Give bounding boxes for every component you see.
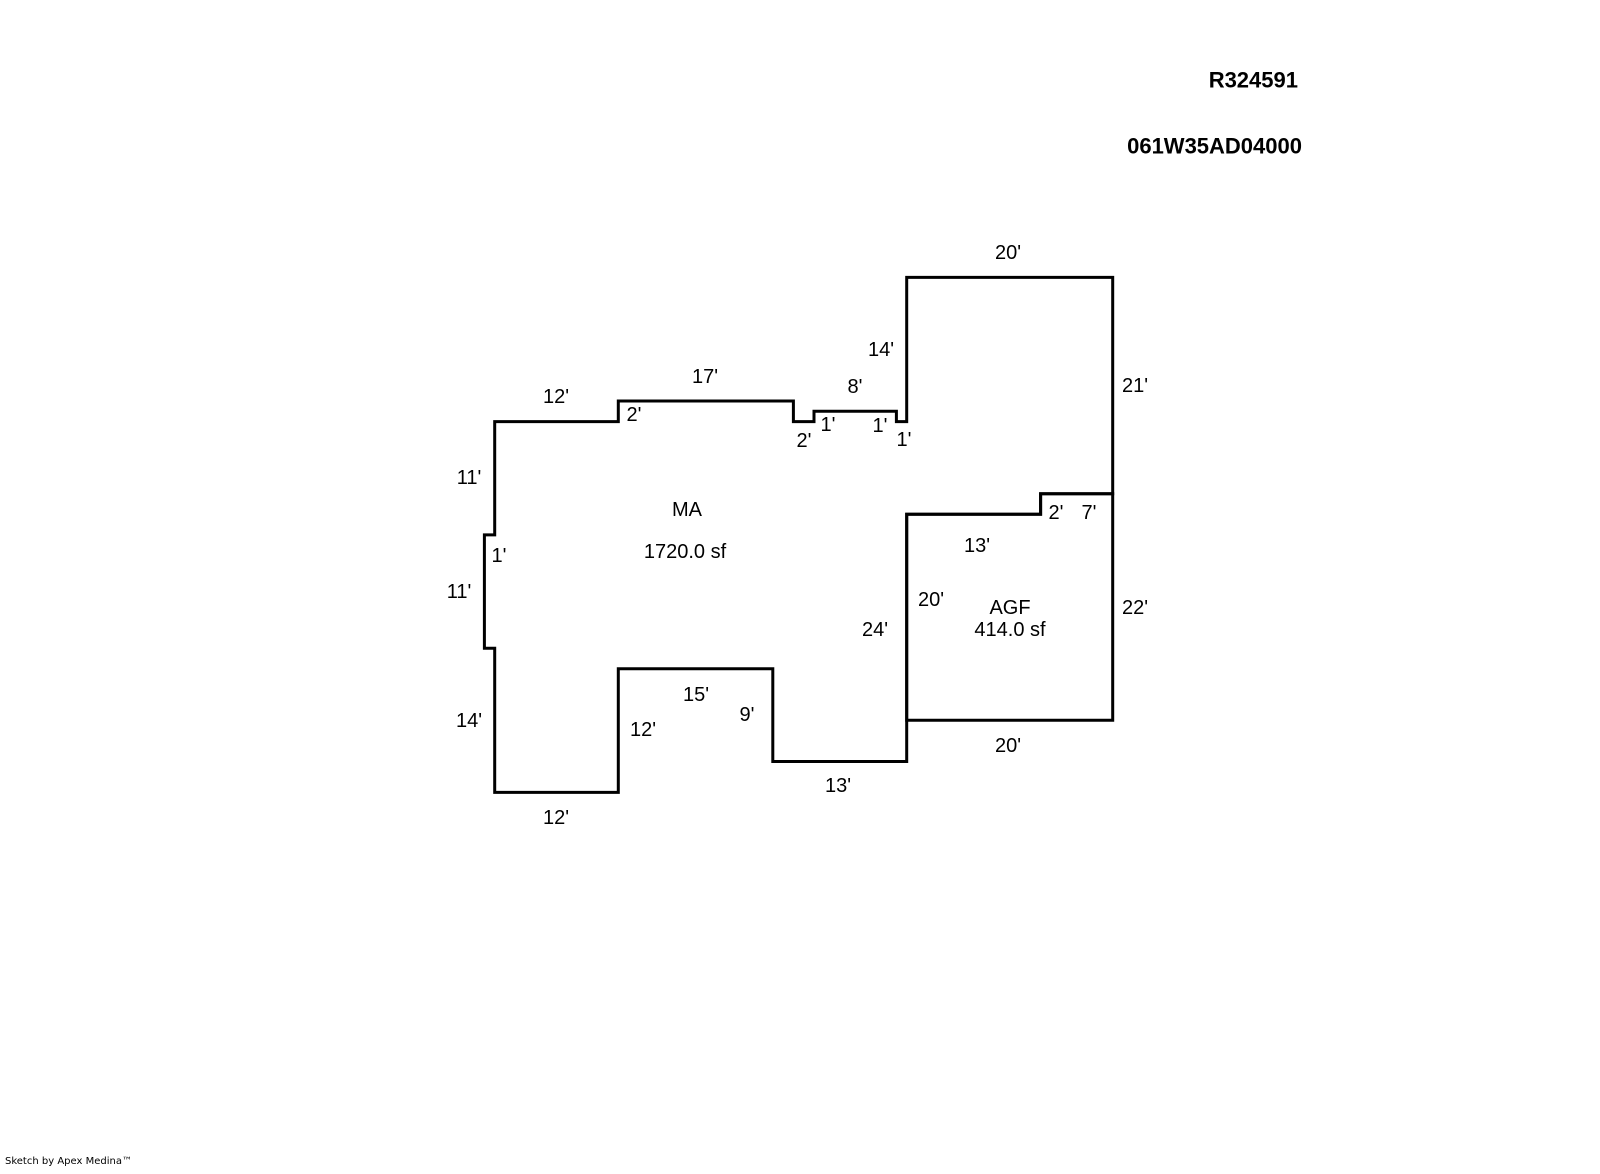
dimension-label: 12' [543,807,569,829]
dimension-label: 1' [873,415,888,437]
dimension-label: 11' [457,467,482,489]
dimension-label: 20' [918,589,944,611]
dimension-label: 17' [692,366,718,388]
dimension-label: 20' [995,242,1021,264]
dimension-label: 1' [821,414,836,436]
dimension-label: 2' [1049,502,1064,524]
dimension-label: 14' [456,710,482,732]
dimension-label: 11' [447,581,472,603]
dimension-label: 13' [825,775,851,797]
dimension-label: 2' [627,404,642,426]
ma-area-size: 1720.0 sf [644,541,727,563]
agf-area-size: 414.0 sf [974,619,1046,641]
record-id: R324591 [1209,68,1298,93]
dimension-label: 20' [995,735,1021,757]
dimension-label: 7' [1082,502,1097,524]
agf-area-outline [905,492,1115,722]
dimension-label: 22' [1122,597,1148,619]
dimension-label: 13' [964,535,990,557]
agf-area-label: AGF [989,597,1030,619]
dimension-label: 8' [848,376,863,398]
dimension-label: 9' [740,704,755,726]
dimension-label: 14' [868,339,894,361]
dimension-label: 12' [543,386,569,408]
dimension-label: 21' [1122,375,1148,397]
parcel-id: 061W35AD04000 [1127,134,1302,159]
ma-area-outline [482,275,1115,794]
dimension-label: 1' [492,545,507,567]
ma-area-label: MA [672,499,703,521]
dimension-label: 24' [862,619,888,641]
dimension-label: 12' [630,719,656,741]
sketch-credit: Sketch by Apex Medina™ [5,1156,132,1167]
dimension-label: 2' [797,430,812,452]
dimension-labels: 20' 14' 17' 8' 12' 21' 2' 2' 1' 1' 1' 11' 2' 7' 1' 13' 1… [447,242,1148,829]
dimension-label: 1' [897,429,912,451]
dimension-label: 15' [683,684,709,706]
